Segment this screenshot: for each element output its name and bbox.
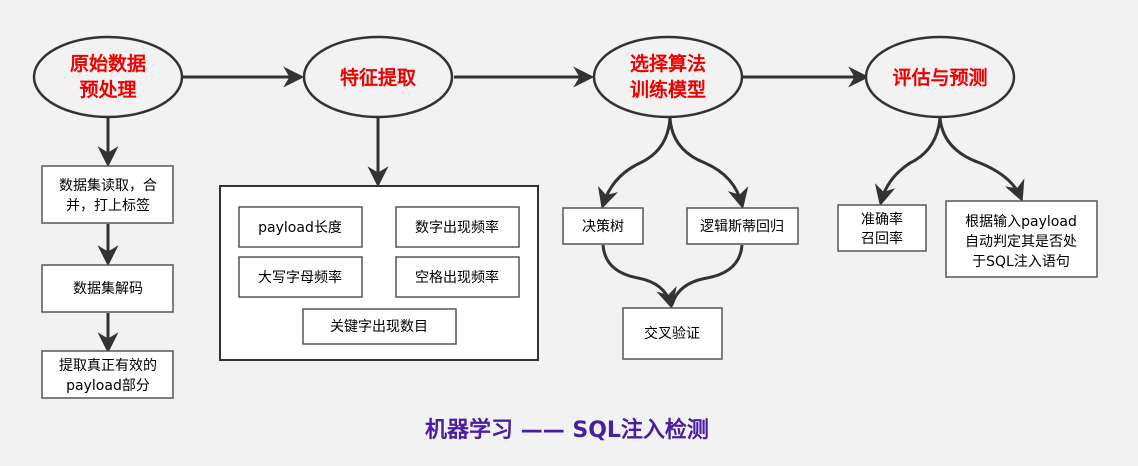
arrow-logistic-to-validation xyxy=(670,244,744,306)
stage-train-model-line2: 训练模型 xyxy=(630,78,706,101)
stage-train-model[interactable]: 选择算法 训练模型 xyxy=(592,35,744,119)
eval-accuracy-label: 准确率 xyxy=(861,211,903,228)
arrow-decision-tree-to-validation xyxy=(601,244,677,310)
eval-predict-line3: 于SQL注入语句 xyxy=(972,254,1070,270)
stage-feature-extraction-label: 特征提取 xyxy=(340,66,416,89)
arrow-stage4-to-metrics xyxy=(874,117,942,207)
stage-preprocess-line1: 原始数据 xyxy=(70,52,146,75)
algorithm-decision-tree[interactable]: 决策树 xyxy=(562,207,644,245)
feature-payload-length[interactable]: payload长度 xyxy=(238,206,363,248)
algorithm-decision-tree-label: 决策树 xyxy=(582,218,624,235)
cross-validation-box[interactable]: 交叉验证 xyxy=(622,307,723,360)
feature-keyword-count[interactable]: 关键字出现数目 xyxy=(302,308,457,345)
step-read-merge-label[interactable]: 数据集读取，合 并，打上标签 xyxy=(41,165,174,224)
feature-space-frequency[interactable]: 空格出现频率 xyxy=(395,256,520,298)
feature-payload-length-label: payload长度 xyxy=(258,220,342,236)
step-extract-payload-line2: payload部分 xyxy=(66,378,150,394)
arrow-stage4-to-predict xyxy=(938,117,1025,202)
arrow-stage3-to-logistic xyxy=(668,117,749,210)
feature-uppercase-frequency[interactable]: 大写字母频率 xyxy=(238,256,363,298)
stage-feature-extraction[interactable]: 特征提取 xyxy=(302,35,454,119)
feature-keyword-count-label: 关键字出现数目 xyxy=(330,319,428,335)
stage-train-model-line1: 选择算法 xyxy=(630,52,706,75)
connectors xyxy=(97,66,1025,354)
eval-predict-line2: 自动判定其是否处 xyxy=(965,234,1077,250)
diagram-title: 机器学习 —— SQL注入检测 xyxy=(425,417,709,443)
step-read-merge-line2: 并，打上标签 xyxy=(66,197,150,214)
feature-digit-frequency-label: 数字出现频率 xyxy=(415,219,499,236)
stage-ellipses: 原始数据 预处理 特征提取 选择算法 训练模型 评估与预测 xyxy=(32,35,1016,119)
stage-preprocess-line2: 预处理 xyxy=(79,78,136,101)
algorithm-logistic-regression[interactable]: 逻辑斯蒂回归 xyxy=(686,207,799,245)
feature-space-frequency-label: 空格出现频率 xyxy=(415,269,499,286)
step-extract-payload[interactable]: 提取真正有效的 payload部分 xyxy=(41,350,174,399)
eval-predict-box[interactable]: 根据输入payload 自动判定其是否处 于SQL注入语句 xyxy=(945,200,1098,278)
step-extract-payload-line1: 提取真正有效的 xyxy=(59,358,157,374)
preprocess-steps: 数据集读取，合 并，打上标签 数据集解码 提取真正有效的 payload部分 xyxy=(41,165,174,399)
eval-predict-line1: 根据输入payload xyxy=(965,214,1077,230)
feature-uppercase-frequency-label: 大写字母频率 xyxy=(258,269,342,286)
stage-preprocess[interactable]: 原始数据 预处理 xyxy=(32,35,184,119)
features-container: payload长度 数字出现频率 大写字母频率 空格出现频率 关键字出现数目 xyxy=(219,185,539,361)
step-decode[interactable]: 数据集解码 xyxy=(41,264,174,313)
algorithm-logistic-regression-label: 逻辑斯蒂回归 xyxy=(700,218,784,235)
arrow-stage3-to-decision-tree xyxy=(597,117,672,210)
cross-validation-label: 交叉验证 xyxy=(644,325,700,342)
feature-digit-frequency[interactable]: 数字出现频率 xyxy=(395,206,520,248)
stage-evaluate-predict-label: 评估与预测 xyxy=(892,66,987,89)
evaluation: 准确率 召回率 根据输入payload 自动判定其是否处 于SQL注入语句 xyxy=(837,200,1098,278)
step-read-merge-line1: 数据集读取，合 xyxy=(59,177,157,194)
eval-metrics-box[interactable]: 准确率 召回率 xyxy=(837,204,927,252)
algorithms: 决策树 逻辑斯蒂回归 交叉验证 xyxy=(562,207,799,360)
eval-recall-label: 召回率 xyxy=(861,230,903,247)
step-decode-label: 数据集解码 xyxy=(73,280,143,297)
stage-evaluate-predict[interactable]: 评估与预测 xyxy=(864,35,1016,119)
